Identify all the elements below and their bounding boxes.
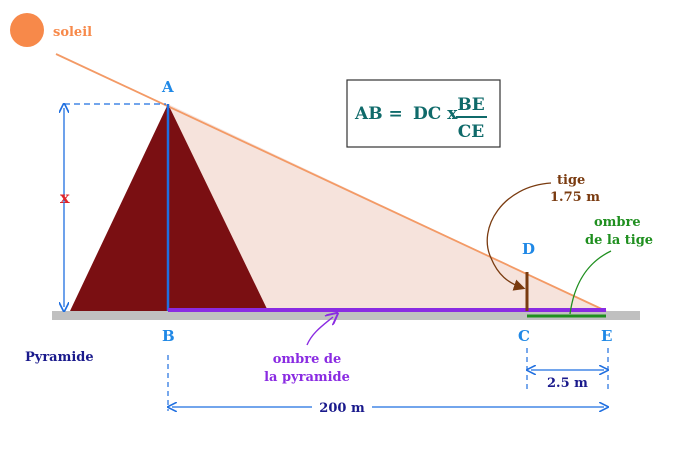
sun-icon <box>10 13 44 47</box>
ground <box>52 311 640 320</box>
label-pyramid-shadow-1: ombre de <box>273 352 342 367</box>
label-D: D <box>522 240 535 258</box>
label-dim-short: 2.5 m <box>547 376 588 391</box>
formula-lhs: AB = <box>354 104 403 124</box>
label-stick-shadow-2: de la tige <box>585 233 653 248</box>
label-dim-long: 200 m <box>319 401 365 416</box>
label-stick-1: tige <box>557 173 585 188</box>
label-stick-shadow-1: ombre <box>594 215 641 230</box>
label-A: A <box>161 78 174 96</box>
label-pyramid: Pyramide <box>25 350 94 365</box>
formula-numerator: BE <box>457 95 484 115</box>
formula-box <box>346 79 501 148</box>
stick-shadow-pointer <box>569 250 612 315</box>
label-E: E <box>601 327 612 345</box>
label-pyramid-shadow-2: la pyramide <box>264 370 350 385</box>
sun-ray <box>55 53 607 312</box>
formula-mid: DC x <box>413 104 458 124</box>
stick-pointer <box>486 182 552 291</box>
pyramid-shadow-pointer <box>306 317 333 346</box>
formula-denominator: CE <box>458 122 485 142</box>
label-x: x <box>60 188 70 207</box>
label-B: B <box>162 327 175 345</box>
label-C: C <box>518 327 530 345</box>
label-stick-2: 1.75 m <box>550 190 600 205</box>
label-sun: soleil <box>53 25 92 40</box>
